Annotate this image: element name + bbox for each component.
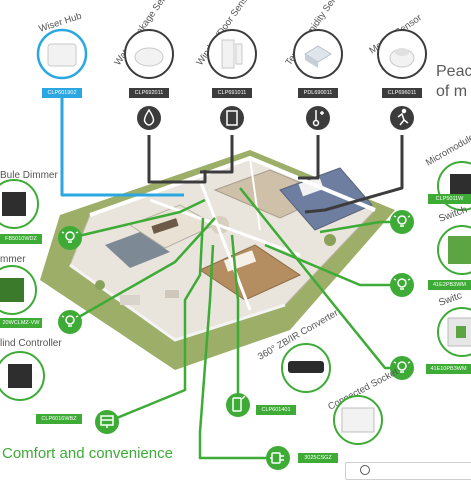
code-box-dimmer: 20WCLMZ-VW bbox=[0, 318, 42, 328]
wiser-hub-node[interactable]: Wiser Hub bbox=[36, 11, 88, 80]
blind-controller-node[interactable]: lind Controller bbox=[0, 338, 119, 434]
blinds-icon bbox=[100, 415, 114, 428]
bulb-icon bbox=[393, 361, 411, 373]
code-box-wiser-hub: CLP601902 bbox=[42, 88, 82, 98]
motion-sensor-node[interactable]: Motion Sensor bbox=[367, 12, 427, 130]
bulb-icon bbox=[61, 231, 79, 243]
water-drop-icon bbox=[143, 108, 155, 126]
code-box-bulb-dimmer: FB5010WDZ bbox=[0, 234, 42, 244]
code-box-micromodule: CLP5011W bbox=[428, 194, 471, 204]
thermometer-icon bbox=[312, 110, 324, 127]
blind-controller-label: lind Controller bbox=[0, 338, 62, 349]
remote-icon bbox=[232, 395, 246, 412]
code-box-window-door: CLP691011 bbox=[212, 88, 252, 98]
bulb-dimmer-label: Bule Dimmer bbox=[0, 170, 58, 181]
search-icon[interactable] bbox=[360, 465, 370, 475]
code-box-temp-humidity: PDL690011 bbox=[298, 88, 338, 98]
temp-humidity-sensor-node[interactable]: Temp/Humidity Sensor bbox=[283, 0, 347, 130]
bulb-icon bbox=[393, 215, 411, 227]
window-door-sensor-node[interactable]: Window/Door Sensor bbox=[194, 0, 257, 130]
code-box-water-leakage: CLP692011 bbox=[129, 88, 169, 98]
bulb-dimmer-node[interactable]: Bule Dimmer bbox=[0, 170, 82, 250]
switch-node-2[interactable]: Switc bbox=[390, 290, 471, 380]
door-icon bbox=[226, 110, 238, 126]
bulb-icon bbox=[61, 315, 79, 327]
headline-text: Peac of m bbox=[436, 62, 471, 102]
running-person-icon bbox=[397, 108, 409, 126]
headline-line-1: Peac bbox=[436, 63, 471, 80]
footer-tagline: Comfort and convenience bbox=[2, 445, 173, 462]
plug-icon bbox=[270, 452, 284, 464]
code-box-connected-socket: 3025CSGZ bbox=[298, 453, 338, 463]
dimmer-node[interactable]: mmer bbox=[0, 254, 82, 334]
house-floorplan bbox=[40, 150, 395, 370]
water-leakage-sensor-node[interactable]: Water Leakage Sensor bbox=[112, 0, 177, 130]
code-box-zb-ir-converter: CLP601401 bbox=[256, 405, 296, 415]
code-box-motion: CLP696011 bbox=[382, 88, 422, 98]
code-box-blind-controller: CLP6016WBZ bbox=[36, 414, 82, 424]
code-box-switch-1: 41E2PB3WM bbox=[428, 280, 471, 290]
code-box-switch-2: 41E10PB3WM bbox=[426, 364, 471, 374]
dimmer-label: mmer bbox=[0, 254, 26, 265]
headline-line-2: of m bbox=[436, 83, 468, 100]
bulb-icon bbox=[393, 278, 411, 290]
search-bar[interactable] bbox=[345, 462, 471, 480]
switch-2-label: Switc bbox=[437, 290, 463, 309]
connection-lines bbox=[60, 90, 404, 460]
